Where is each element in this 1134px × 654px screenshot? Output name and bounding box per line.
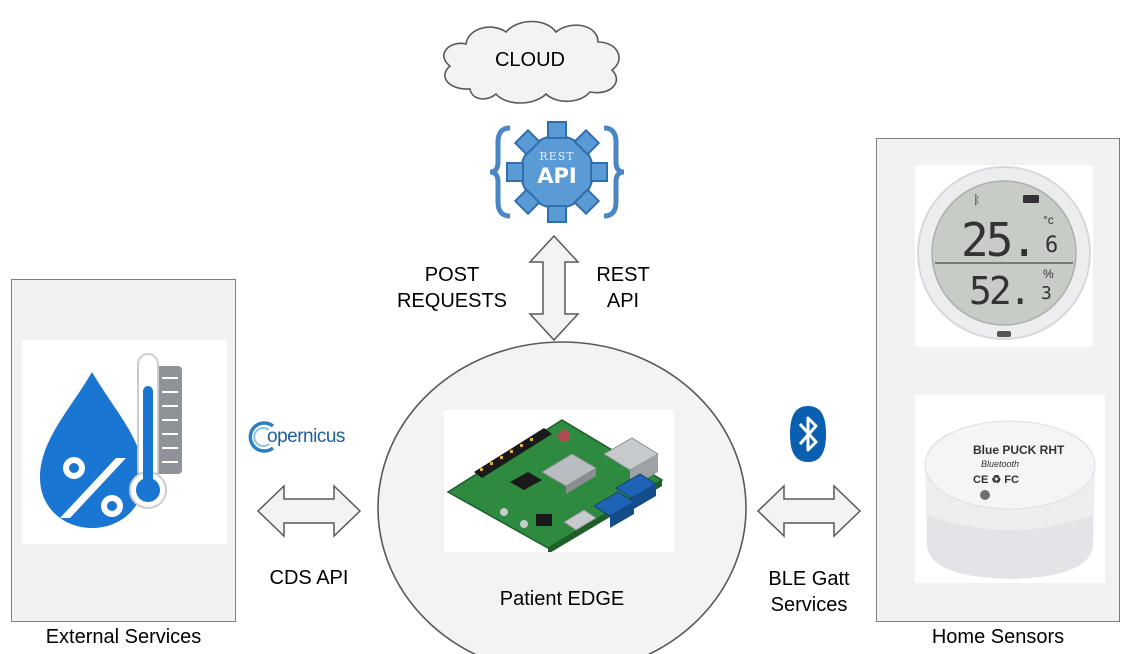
rest-api-badge: REST API xyxy=(484,114,630,230)
home-sensors-panel: 25. 6 °c 52. 3 % ᛒ Blue PUCK RHT Bluetoo… xyxy=(876,138,1120,622)
edge-cloud-double-arrow xyxy=(528,234,580,342)
puck-bluetooth-text: Bluetooth xyxy=(981,459,1020,469)
external-services-panel xyxy=(11,279,236,622)
rest-api-label-2: API xyxy=(606,290,640,312)
raspberry-pi-image xyxy=(444,410,674,552)
copernicus-logo-text: opernicus xyxy=(267,426,345,447)
ble-gatt-label-1: BLE Gatt xyxy=(768,568,850,590)
puck-brand-text: Blue PUCK RHT xyxy=(973,443,1065,457)
external-services-label: External Services xyxy=(45,626,202,648)
cloud-node: CLOUD xyxy=(430,14,630,106)
home-sensors-label: Home Sensors xyxy=(931,626,1065,648)
rest-api-label-1: REST xyxy=(596,264,650,286)
edge-sensors-double-arrow xyxy=(756,484,862,538)
patient-edge-node: Patient EDGE xyxy=(376,340,748,654)
puck-cert-marks: CE ♻ FC xyxy=(973,474,1019,486)
lcd-temp-decimal: 6 xyxy=(1045,233,1059,258)
round-lcd-sensor-icon xyxy=(917,166,1091,340)
humidity-thermometer-icon xyxy=(40,353,182,528)
humidity-display-sensor: 25. 6 °c 52. 3 % ᛒ xyxy=(915,165,1093,347)
lcd-humidity-value: 52. xyxy=(969,269,1032,313)
copernicus-logo: opernicus xyxy=(245,420,375,454)
bluetooth-icon xyxy=(790,406,826,462)
lcd-temp-value: 25. xyxy=(961,213,1038,267)
gear-icon xyxy=(489,121,625,223)
raspberry-pi-board-icon xyxy=(446,419,664,552)
puck-sensor-icon xyxy=(924,420,1096,579)
cds-api-label: CDS API xyxy=(269,567,349,589)
post-requests-label-2: REQUESTS xyxy=(396,290,508,312)
api-text: API xyxy=(537,164,577,188)
humidity-image xyxy=(22,340,227,544)
rest-text: REST xyxy=(539,150,575,163)
lcd-humidity-unit: % xyxy=(1043,267,1054,281)
lcd-bluetooth-glyph: ᛒ xyxy=(973,193,981,207)
cloud-shape xyxy=(443,20,620,104)
patient-edge-label: Patient EDGE xyxy=(499,588,625,610)
post-requests-label-1: POST xyxy=(424,264,480,286)
cloud-label: CLOUD xyxy=(494,49,565,71)
lcd-humidity-decimal: 3 xyxy=(1041,283,1052,304)
copernicus-c-icon xyxy=(248,421,275,453)
blue-puck-sensor: Blue PUCK RHT Bluetooth CE ♻ FC xyxy=(915,395,1105,583)
lcd-battery-icon xyxy=(1023,195,1039,203)
ble-gatt-label-2: Services xyxy=(770,594,848,616)
lcd-temp-unit: °c xyxy=(1043,213,1054,227)
external-edge-double-arrow xyxy=(256,484,362,538)
